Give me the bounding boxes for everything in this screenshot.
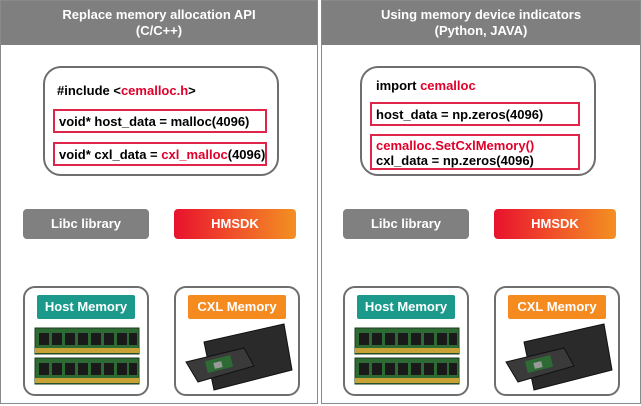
- host-alloc-highlight: void* host_data = malloc(4096): [53, 109, 267, 133]
- include-prefix: #include <: [57, 83, 121, 98]
- right-header-title: Using memory device indicators: [380, 7, 582, 22]
- import-module-name: cemalloc: [420, 78, 476, 93]
- include-line: #include <cemalloc.h>: [57, 83, 196, 98]
- left-host-memory-box: Host Memory: [23, 286, 149, 396]
- left-code-box: #include <cemalloc.h> void* host_data = …: [43, 66, 279, 176]
- dram-module-image: [354, 327, 460, 385]
- cxl-device-highlight: cemalloc.SetCxlMemory() cxl_data = np.ze…: [370, 134, 580, 170]
- left-hmsdk-box: HMSDK: [174, 209, 296, 239]
- dram-module-image: [34, 327, 140, 385]
- import-prefix: import: [376, 78, 421, 93]
- right-cxl-memory-box: CXL Memory: [494, 286, 620, 396]
- left-libc-library-box: Libc library: [23, 209, 149, 239]
- set-cxl-memory-call: cemalloc.SetCxlMemory(): [376, 138, 535, 153]
- cxl-memory-device-image: [185, 323, 293, 391]
- left-cxl-memory-label: CXL Memory: [188, 295, 286, 319]
- right-host-memory-label: Host Memory: [357, 295, 455, 319]
- right-code-box: import cemalloc host_data = np.zeros(409…: [360, 66, 596, 176]
- import-line: import cemalloc: [376, 78, 476, 93]
- cxl-zeros-line: cxl_data = np.zeros(4096): [376, 153, 534, 168]
- cxl-memory-device-image: [505, 323, 613, 391]
- left-cxl-memory-box: CXL Memory: [174, 286, 300, 396]
- left-header-title: Replace memory allocation API: [62, 7, 256, 22]
- cxl-alloc-suffix: (4096): [227, 147, 266, 162]
- host-zeros-highlight: host_data = np.zeros(4096): [370, 102, 580, 126]
- right-panel: Using memory device indicators (Python, …: [321, 0, 641, 404]
- cxl-alloc-prefix: void* cxl_data =: [59, 147, 162, 162]
- cxl-alloc-highlight: void* cxl_data = cxl_malloc(4096): [53, 142, 267, 166]
- right-cxl-memory-label: CXL Memory: [508, 295, 606, 319]
- right-host-memory-box: Host Memory: [343, 286, 469, 396]
- include-header-name: cemalloc.h: [120, 83, 189, 98]
- host-alloc-line: void* host_data = malloc(4096): [59, 114, 250, 129]
- host-zeros-line: host_data = np.zeros(4096): [376, 107, 544, 122]
- left-header-subtitle: (C/C++): [135, 23, 183, 38]
- right-libc-library-box: Libc library: [343, 209, 469, 239]
- left-panel: Replace memory allocation API (C/C++) #i…: [0, 0, 318, 404]
- right-header-subtitle: (Python, JAVA): [434, 23, 528, 38]
- right-panel-header: Using memory device indicators (Python, …: [322, 1, 640, 45]
- include-suffix: >: [188, 83, 196, 98]
- right-hmsdk-box: HMSDK: [494, 209, 616, 239]
- left-panel-header: Replace memory allocation API (C/C++): [1, 1, 317, 45]
- cxl-alloc-line: void* cxl_data = cxl_malloc(4096): [59, 147, 265, 162]
- cxl-malloc-func: cxl_malloc: [161, 147, 228, 162]
- left-host-memory-label: Host Memory: [37, 295, 135, 319]
